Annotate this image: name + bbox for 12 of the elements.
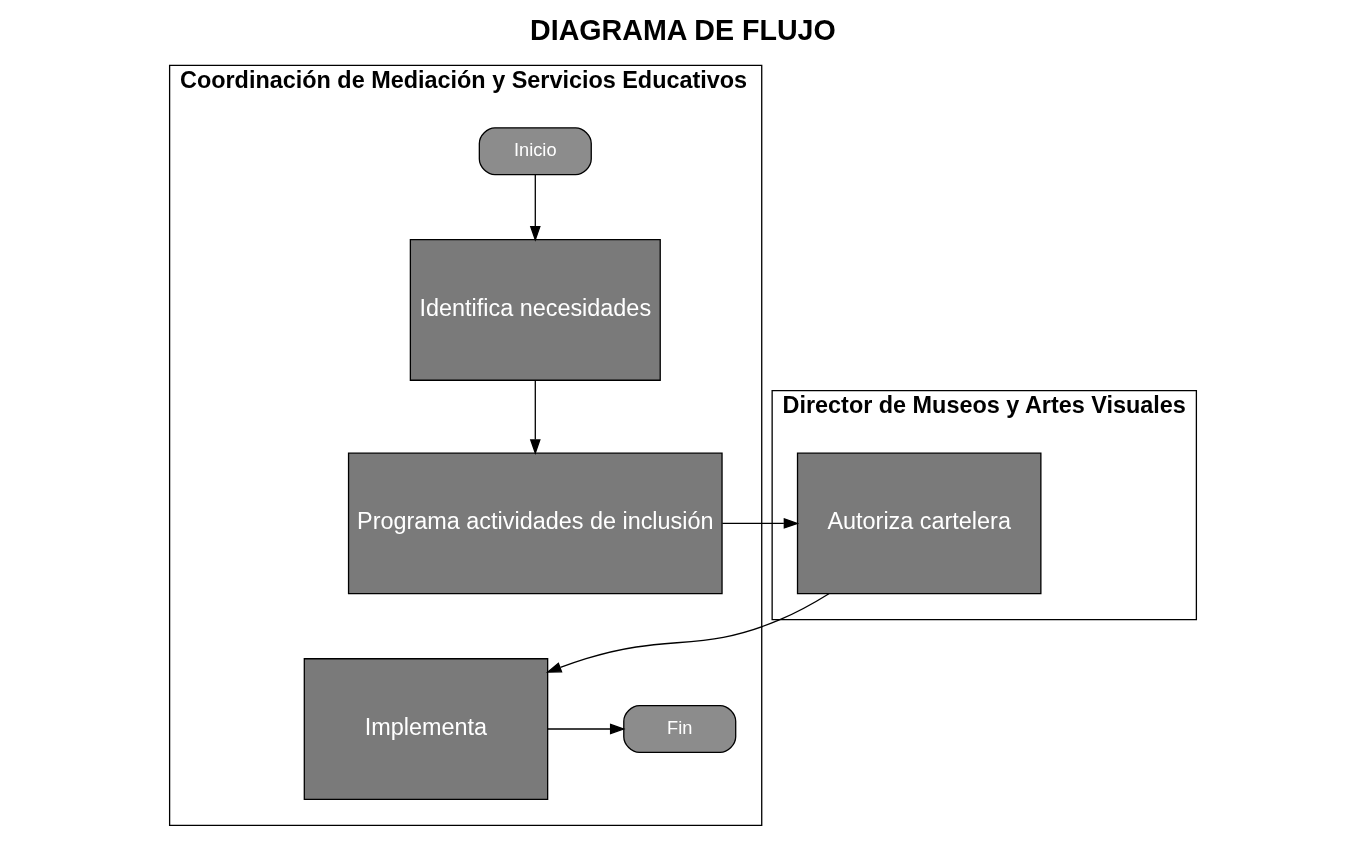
node-box: Programa actividades de inclusión bbox=[347, 452, 723, 595]
node-box: Inicio bbox=[478, 127, 592, 176]
arrow bbox=[721, 517, 799, 529]
arrow bbox=[529, 379, 541, 455]
node-box: Implementa bbox=[303, 658, 548, 800]
diagram-title: DIAGRAMA DE FLUJO bbox=[529, 14, 836, 47]
node-box: Autoriza cartelera bbox=[796, 452, 1041, 595]
arrow bbox=[546, 723, 626, 735]
arrow bbox=[529, 174, 541, 242]
arrow bbox=[545, 593, 830, 673]
node-box: Identifica necesidades bbox=[409, 239, 661, 381]
node-box: Fin bbox=[622, 704, 736, 754]
